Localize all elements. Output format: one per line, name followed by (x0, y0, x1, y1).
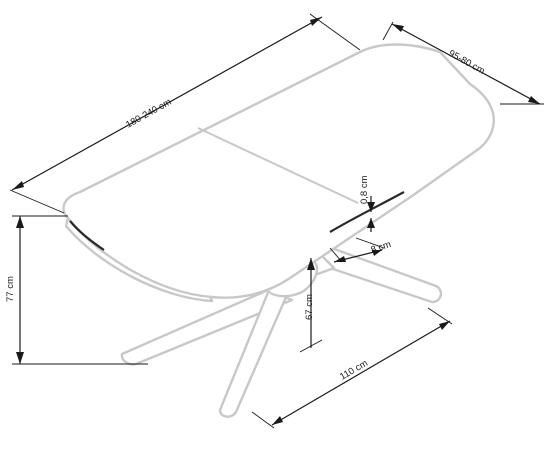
dim-length-label: 180-240 cm (124, 97, 173, 131)
dim-height: 77 cm (5, 215, 148, 365)
table-top (62, 43, 495, 303)
dim-height-label: 77 cm (5, 276, 16, 302)
rim-accent-right (329, 191, 405, 233)
dim-top-thickness: 0,8 cm (359, 175, 375, 232)
dim-clearance: 67 cm (299, 258, 323, 353)
dim-edge-label: 8 cm (370, 239, 393, 256)
dim-base: 110 cm (251, 307, 453, 429)
leg-front-right (218, 266, 298, 418)
dim-clearance-label: 67 cm (304, 294, 315, 320)
table-top-surface (62, 43, 495, 299)
rim-accent-left (69, 220, 105, 251)
leaf-seam-1 (197, 127, 359, 204)
dim-top-thickness-label: 0,8 cm (359, 175, 370, 204)
